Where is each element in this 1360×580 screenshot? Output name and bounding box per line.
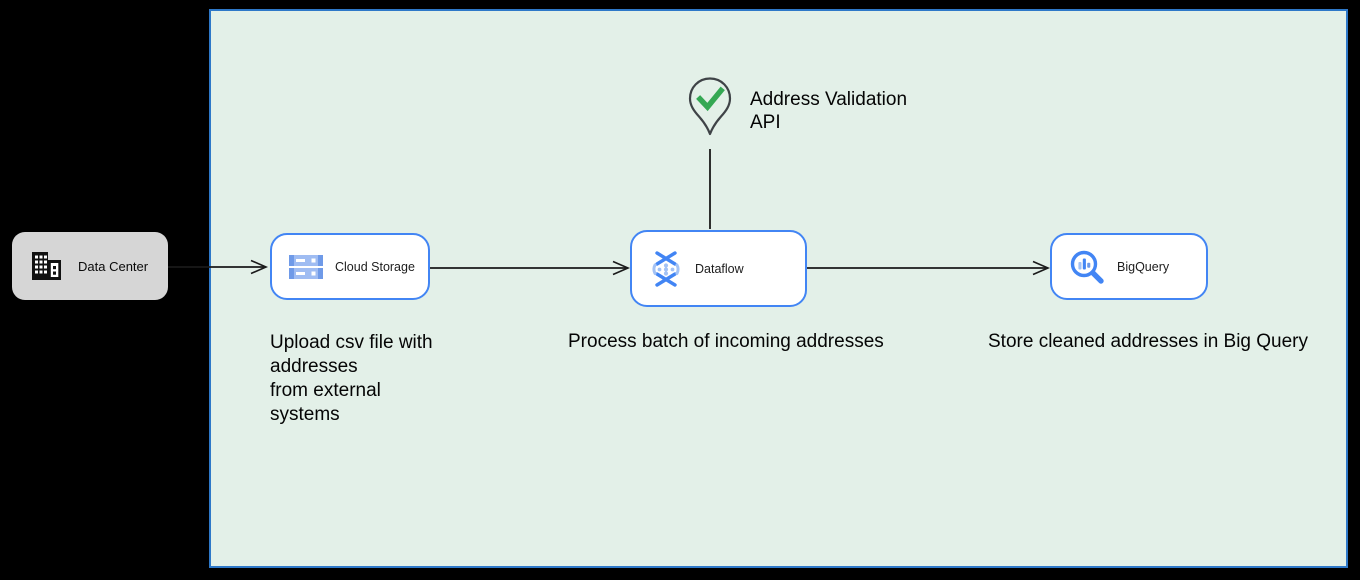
bigquery-icon xyxy=(1070,250,1104,284)
dataflow-icon xyxy=(652,250,680,287)
caption-store-cleaned[interactable]: Store cleaned addresses in Big Query xyxy=(988,331,1309,352)
node-dataflow[interactable]: Dataflow xyxy=(630,230,807,307)
node-label-data-center: Data Center xyxy=(78,258,149,274)
node-label-cloud-storage: Cloud Storage xyxy=(335,259,415,274)
caption-process-batch[interactable]: Process batch of incoming addresses xyxy=(568,331,884,352)
caption-upload-csv[interactable]: Upload csv file with addresses from exte… xyxy=(270,332,433,425)
node-bigquery[interactable]: BigQuery xyxy=(1050,233,1208,300)
building-icon xyxy=(32,252,61,280)
node-cloud-storage[interactable]: Cloud Storage xyxy=(270,233,430,300)
cloud-storage-icon xyxy=(289,254,323,279)
label-address-validation-api[interactable]: Address Validation API xyxy=(750,89,908,134)
node-label-bigquery: BigQuery xyxy=(1117,259,1170,274)
node-data-center[interactable]: Data Center xyxy=(12,232,168,300)
map-pin-check-icon[interactable] xyxy=(687,77,733,137)
node-label-dataflow: Dataflow xyxy=(695,261,744,276)
